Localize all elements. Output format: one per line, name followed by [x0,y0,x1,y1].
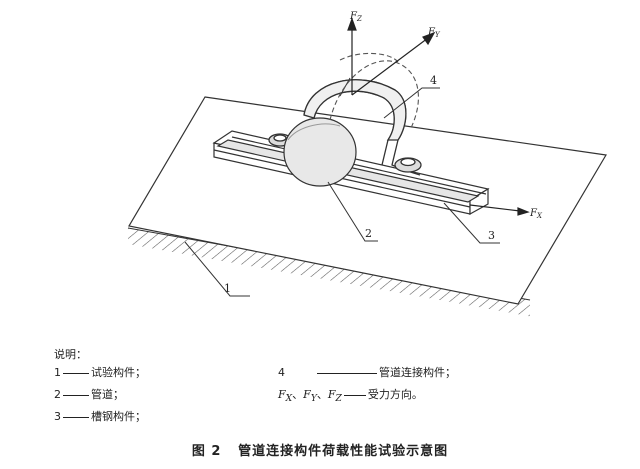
callout-3: 3 [488,229,495,242]
load-test-diagram: FZ FY FX 1 2 3 4 [127,11,607,317]
callout-4: 4 [430,74,437,87]
test-plate [128,96,607,305]
pipe-clamp [268,77,422,176]
callout-leaders [184,87,500,297]
force-label-x: FX [529,208,543,220]
pipe [283,52,419,187]
callout-1: 1 [224,282,231,295]
legend-title: 说明： [54,348,87,361]
callout-2: 2 [365,227,372,240]
force-label-y: FY [427,27,441,39]
force-label-z: FZ [349,11,362,23]
figure-caption: 图 2 管道连接构件荷载性能试验示意图 [0,440,640,459]
force-arrows [347,17,530,216]
figure-title: 管道连接构件荷载性能试验示意图 [238,444,449,459]
figure-number: 图 2 [191,444,222,459]
